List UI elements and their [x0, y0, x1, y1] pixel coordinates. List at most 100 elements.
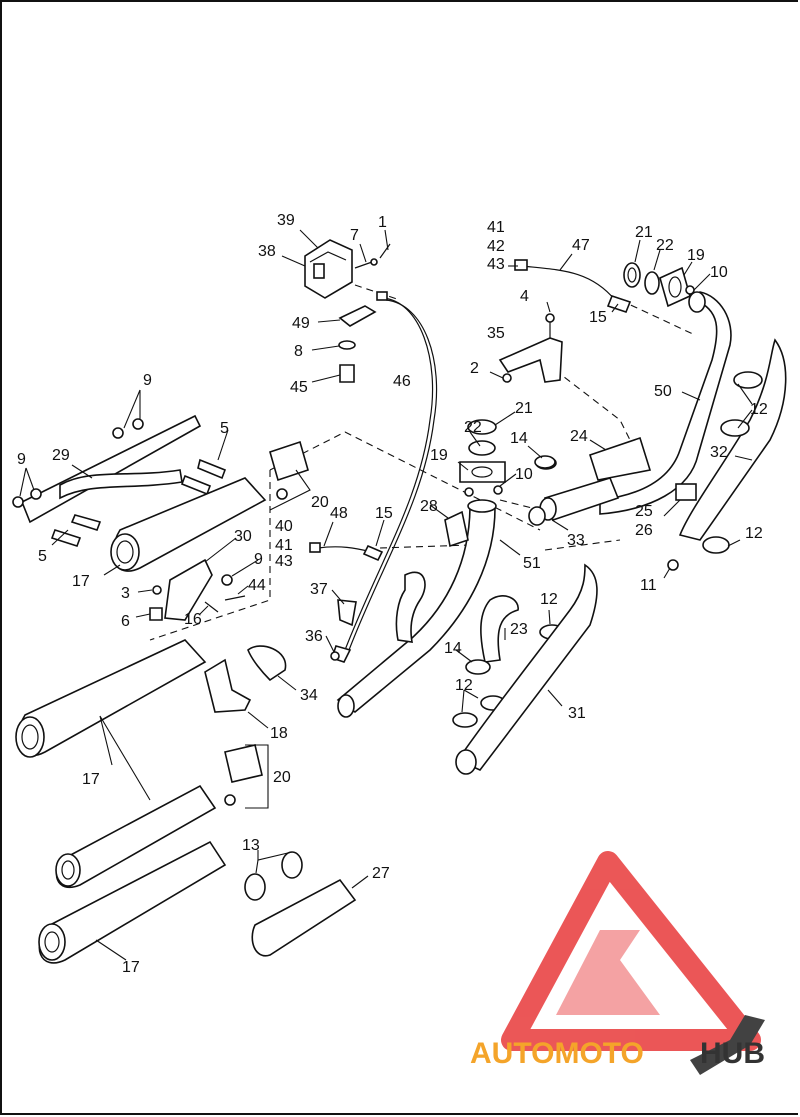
o2-sensor-upper	[514, 259, 632, 313]
callout-c48: 48	[330, 505, 348, 522]
pipe-23	[395, 571, 519, 663]
callout-c11: 11	[640, 577, 657, 594]
callout-c17a: 17	[72, 573, 90, 590]
bracket-28	[444, 510, 469, 548]
callout-c15a: 15	[589, 309, 607, 326]
callout-c13: 13	[242, 837, 260, 854]
callout-c21b: 21	[515, 400, 533, 417]
callout-c27: 27	[372, 865, 390, 882]
callout-c29: 29	[52, 447, 70, 464]
callout-c9b: 9	[17, 451, 26, 468]
bracket-34	[247, 645, 287, 682]
muffler-upper	[110, 440, 309, 572]
watermark-brand-part2: HUB	[700, 1037, 765, 1070]
callout-c38: 38	[258, 243, 276, 260]
callout-c10a: 10	[710, 264, 728, 281]
muffler-lower	[55, 744, 263, 888]
clamps-13	[244, 851, 303, 901]
watermark-brand-part1: AUTOMOTO	[470, 1037, 644, 1070]
bracket-18	[204, 658, 252, 713]
callout-c50: 50	[654, 383, 672, 400]
callout-c42a: 42	[487, 238, 505, 255]
callout-c17b: 17	[82, 771, 100, 788]
callout-c44: 44	[248, 577, 266, 594]
callout-c1: 1	[378, 214, 387, 231]
callout-c24: 24	[570, 428, 588, 445]
actuator-module	[304, 239, 391, 299]
callout-c41a: 41	[487, 219, 505, 236]
muffler-bottom	[38, 840, 227, 964]
front-header-pipe	[599, 291, 732, 515]
logo-arrow	[690, 1015, 765, 1075]
callout-c21a: 21	[635, 224, 653, 241]
callout-c4: 4	[520, 288, 529, 305]
callout-c43b: 43	[275, 553, 293, 570]
hose-clamps-lower	[452, 455, 565, 728]
callout-c25: 25	[635, 503, 653, 520]
callout-c40: 40	[275, 518, 293, 535]
callout-c46: 46	[393, 373, 411, 390]
callout-c9a: 9	[143, 372, 152, 389]
callout-c35: 35	[487, 325, 505, 342]
callout-c3: 3	[121, 585, 130, 602]
callout-c43a: 43	[487, 256, 505, 273]
callout-c39: 39	[277, 212, 295, 229]
callout-c28: 28	[420, 498, 438, 515]
crossover-pipe-33	[528, 477, 697, 571]
exhaust-gaskets-upper	[623, 262, 695, 308]
logo-triangle-inner	[556, 930, 660, 1015]
callout-c20a: 20	[311, 494, 329, 511]
callout-c31: 31	[568, 705, 586, 722]
cable-46	[330, 291, 438, 663]
bracket-37	[330, 599, 357, 661]
callout-c6: 6	[121, 613, 130, 630]
heat-shield-31	[455, 563, 598, 775]
mounting-bracket-35	[498, 313, 563, 383]
o2-sensor-lower	[309, 542, 384, 562]
callout-c45: 45	[290, 379, 308, 396]
callout-c41b: 41	[275, 537, 293, 554]
callout-c47: 47	[572, 237, 590, 254]
callout-c12c: 12	[540, 591, 558, 608]
callout-c9c: 9	[254, 551, 263, 568]
heat-shield-32	[678, 338, 787, 541]
callout-c12a: 12	[750, 401, 768, 418]
callout-c15b: 15	[375, 505, 393, 522]
pipe-27	[251, 878, 357, 957]
callout-c34: 34	[300, 687, 318, 704]
hose-clamps-upper	[702, 371, 763, 554]
callout-c18: 18	[270, 725, 288, 742]
callout-c5b: 5	[38, 548, 47, 565]
callout-c23: 23	[510, 621, 528, 638]
callout-c22a: 22	[656, 237, 674, 254]
callout-c36: 36	[305, 628, 323, 645]
bracket-49	[338, 305, 377, 383]
callout-c16: 16	[184, 611, 202, 628]
callout-c8: 8	[294, 343, 303, 360]
callout-c33: 33	[567, 532, 585, 549]
muffler-middle	[15, 639, 207, 758]
callout-c5a: 5	[220, 420, 229, 437]
callout-c10b: 10	[515, 466, 533, 483]
callout-c37: 37	[310, 581, 328, 598]
callout-c30: 30	[234, 528, 252, 545]
callout-c2: 2	[470, 360, 479, 377]
automotohub-logo	[501, 851, 765, 1075]
callout-c20b: 20	[273, 769, 291, 786]
callout-c19a: 19	[687, 247, 705, 264]
callout-c49: 49	[292, 315, 310, 332]
callout-c14b: 14	[444, 640, 462, 657]
rear-header-pipe	[336, 499, 497, 718]
logo-triangle-outer	[501, 851, 761, 1051]
callout-c51: 51	[523, 555, 541, 572]
callout-c14a: 14	[510, 430, 528, 447]
bracket-30	[149, 558, 246, 621]
callout-c12d: 12	[455, 677, 473, 694]
callout-c32: 32	[710, 444, 728, 461]
callout-c22b: 22	[464, 419, 482, 436]
callout-c17c: 17	[122, 959, 140, 976]
